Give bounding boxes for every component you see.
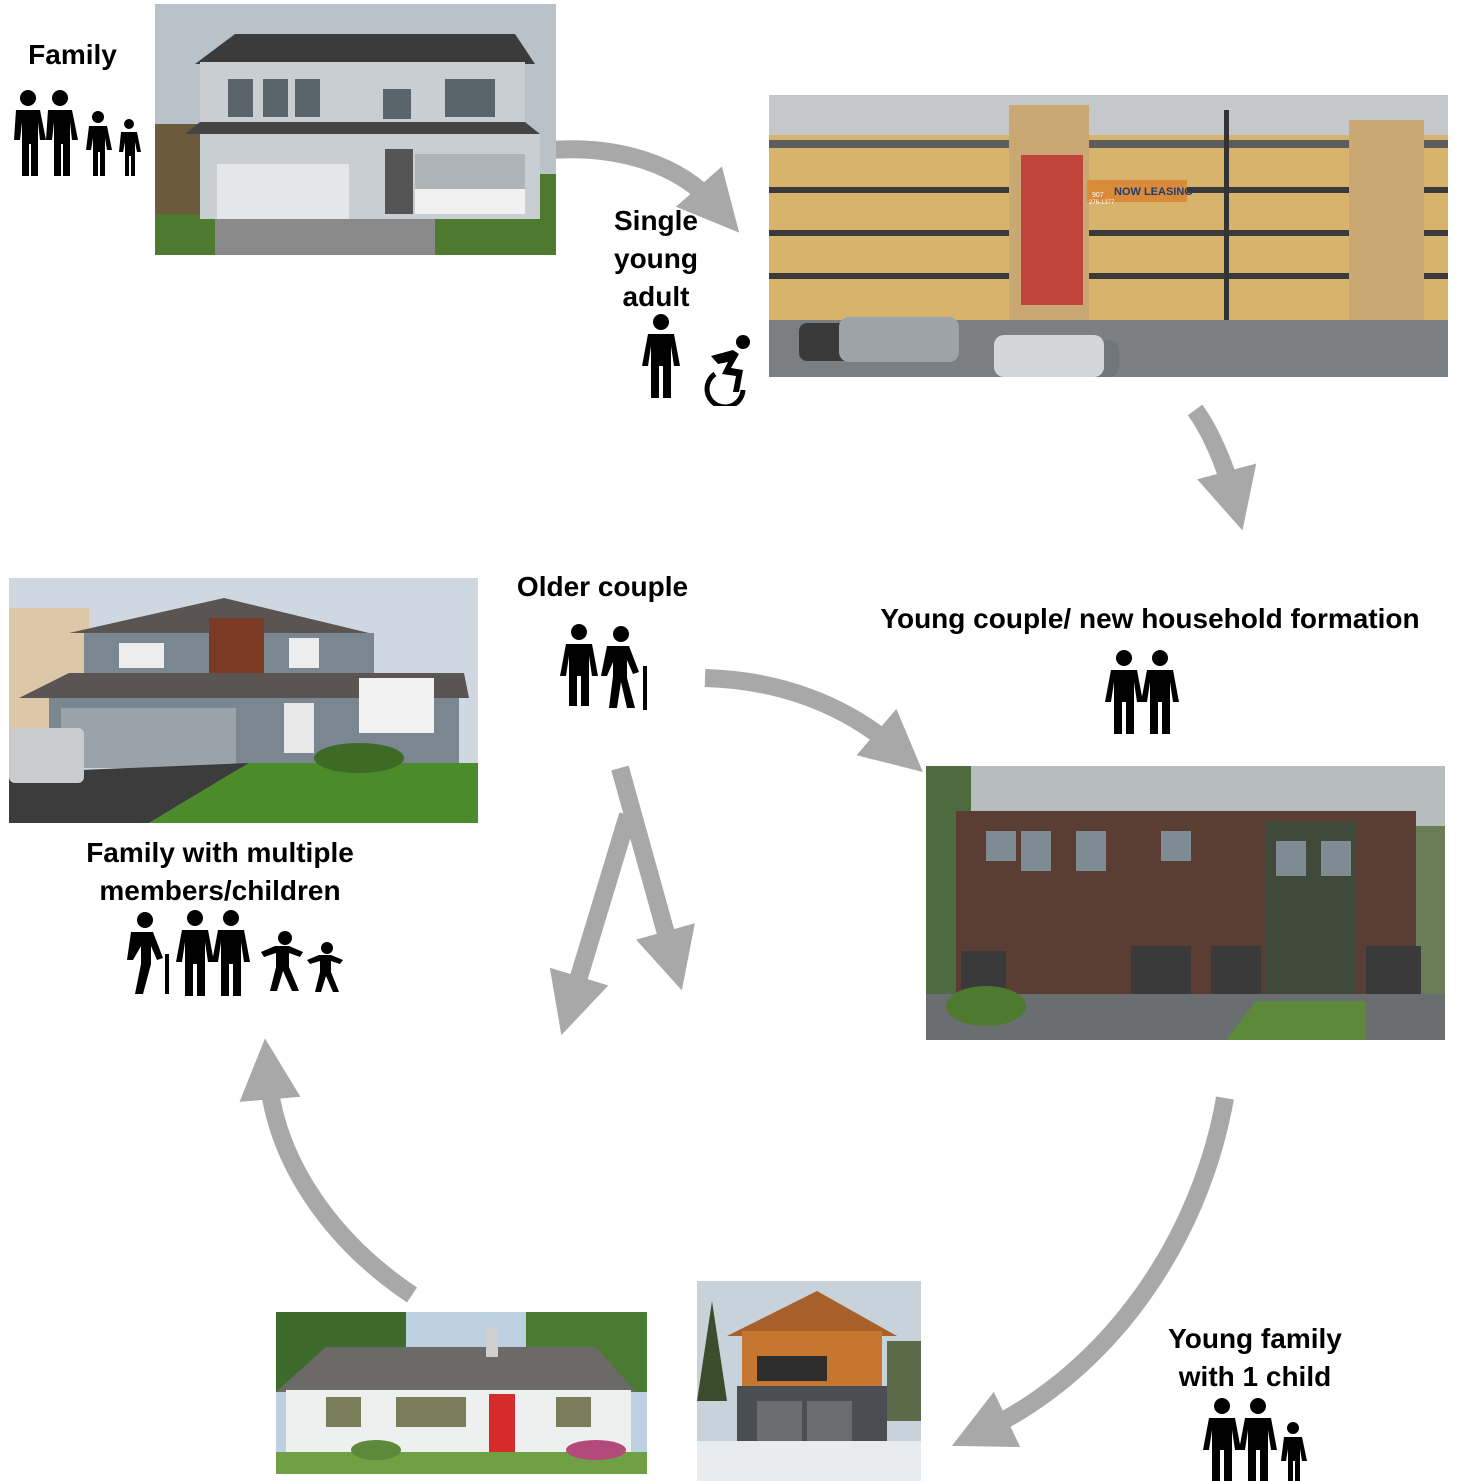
arrow-family-to-single: [549, 140, 740, 233]
wheelchair-icon: [697, 334, 755, 406]
label-young-family: Young family with 1 child: [1168, 1323, 1342, 1392]
photo-townhouses: [926, 766, 1445, 1040]
couple-icon: [1104, 650, 1182, 734]
photo-modern-two-story-house: [697, 1281, 921, 1481]
label-family: Family: [28, 39, 117, 70]
photo-large-family-house: [9, 578, 478, 823]
arrow-single-to-couple: [1187, 404, 1257, 531]
label-young-couple: Young couple/ new household formation: [880, 603, 1420, 634]
label-older-couple: Older couple: [516, 571, 689, 602]
arrow-small-house-to-multi-family: [239, 1038, 418, 1303]
photo-apartment-building: NOW LEASING 907 276-1377: [769, 95, 1448, 377]
person-icon: [640, 314, 682, 398]
arrow-couple-to-young-family: [951, 1096, 1234, 1447]
arrow-older-split-left: [549, 812, 637, 1036]
svg-text:907: 907: [1092, 192, 1104, 199]
family-icon: [8, 90, 148, 176]
label-multi-family: Family with multiple members/children: [86, 837, 354, 906]
arrow-older-to-townhouse: [704, 669, 923, 772]
photo-small-single-story-house: [276, 1312, 647, 1474]
multigenerational-family-icon: [117, 910, 349, 998]
young-family-icon: [1202, 1398, 1308, 1481]
arrow-older-split-right: [611, 765, 695, 991]
svg-text:NOW LEASING: NOW LEASING: [1114, 186, 1193, 198]
photo-two-story-family-house: [155, 4, 556, 255]
label-single-young-adult: Single young adult: [613, 205, 698, 312]
svg-text:276-1377: 276-1377: [1089, 200, 1115, 206]
elderly-couple-icon: [559, 624, 655, 710]
